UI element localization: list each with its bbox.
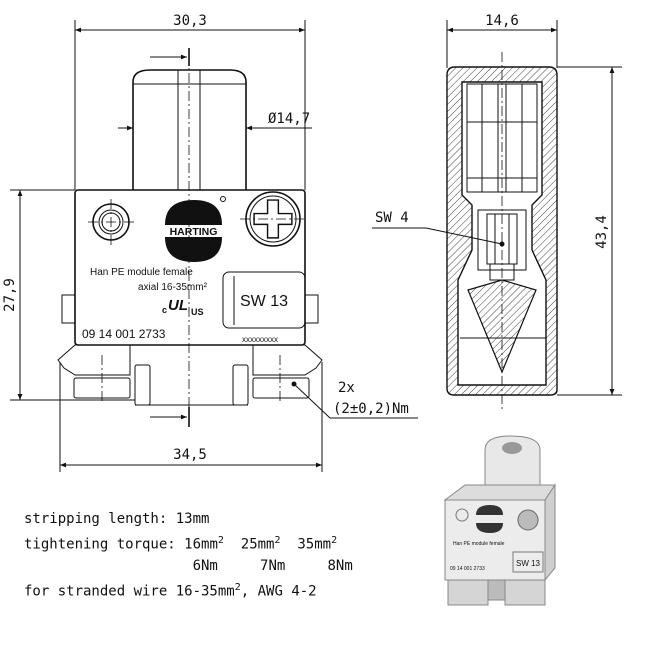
dim-14-6: 14,6 xyxy=(485,13,519,29)
svg-text:Han PE module female: Han PE module female xyxy=(453,541,505,547)
label-line-1: Han PE module female xyxy=(90,267,193,278)
dimension-width-top: 30,3 xyxy=(74,13,306,190)
product-photo: Han PE module female SW 13 09 14 001 273… xyxy=(443,435,556,606)
cable-tube xyxy=(132,69,247,190)
dimension-height: 27,9 xyxy=(2,189,135,401)
size-25: 25mm xyxy=(240,536,275,553)
wrench-recess xyxy=(222,271,306,329)
logo-text: HARTING xyxy=(170,226,218,238)
ul-logo: UL xyxy=(168,297,188,314)
dimension-diameter: Ø14,7 xyxy=(118,111,312,131)
serial-placeholder: xxxxxxxxx xyxy=(242,335,278,344)
dimension-width-bottom: 34,5 xyxy=(59,362,323,472)
terminal-clamps xyxy=(57,344,323,406)
latch-right xyxy=(304,294,319,324)
svg-text:09 14 001 2733: 09 14 001 2733 xyxy=(450,566,485,572)
torque-25: 7Nm xyxy=(260,557,286,574)
installation-notes: stripping length: 13mm tightening torque… xyxy=(24,511,353,600)
dimension-side-height: 43,4 xyxy=(557,66,622,396)
hex-key-label: SW 4 xyxy=(375,210,409,226)
size-35: 35mm xyxy=(297,536,332,553)
svg-text:US: US xyxy=(191,307,204,317)
dimension-side-width: 14,6 xyxy=(446,13,558,68)
dim-27-9: 27,9 xyxy=(2,278,18,312)
side-section-view: 14,6 43,4 SW 4 xyxy=(372,13,622,410)
torque-35: 8Nm xyxy=(327,557,353,574)
dim-43-4: 43,4 xyxy=(594,215,610,249)
size-16: 16mm xyxy=(184,536,218,553)
svg-text:c: c xyxy=(162,305,167,315)
svg-text:SW 13: SW 13 xyxy=(516,559,541,568)
part-number: 09 14 001 2733 xyxy=(82,327,166,341)
pe-screw-icon xyxy=(240,191,306,247)
latch-left xyxy=(61,294,76,324)
label-line-2: axial 16-35mm² xyxy=(138,282,208,293)
stripping-length: stripping length: 13mm xyxy=(24,511,210,527)
torque-value: (2±0,2)Nm xyxy=(333,401,409,417)
module-body xyxy=(74,189,306,346)
torque-16: 6Nm xyxy=(192,557,218,574)
awg-range: , AWG 4-2 xyxy=(240,583,317,600)
wrench-size-label: SW 13 xyxy=(240,293,288,310)
torque-count: 2x xyxy=(338,380,355,396)
torque-callout: 2x (2±0,2)Nm xyxy=(293,380,418,419)
dim-34-5: 34,5 xyxy=(173,447,207,463)
dim-30-3: 30,3 xyxy=(173,13,207,29)
wire-range: for stranded wire 16-35mm xyxy=(24,583,235,600)
hex-key-callout: SW 4 xyxy=(372,210,503,245)
housing-section xyxy=(446,66,558,396)
torque-label: tightening torque: xyxy=(24,536,176,553)
dim-diameter-14-7: Ø14,7 xyxy=(268,111,310,127)
harting-logo: HARTING xyxy=(165,196,226,262)
ul-cert-mark: c UL US xyxy=(162,297,204,317)
front-view: 30,3 Ø14,7 xyxy=(2,13,418,472)
